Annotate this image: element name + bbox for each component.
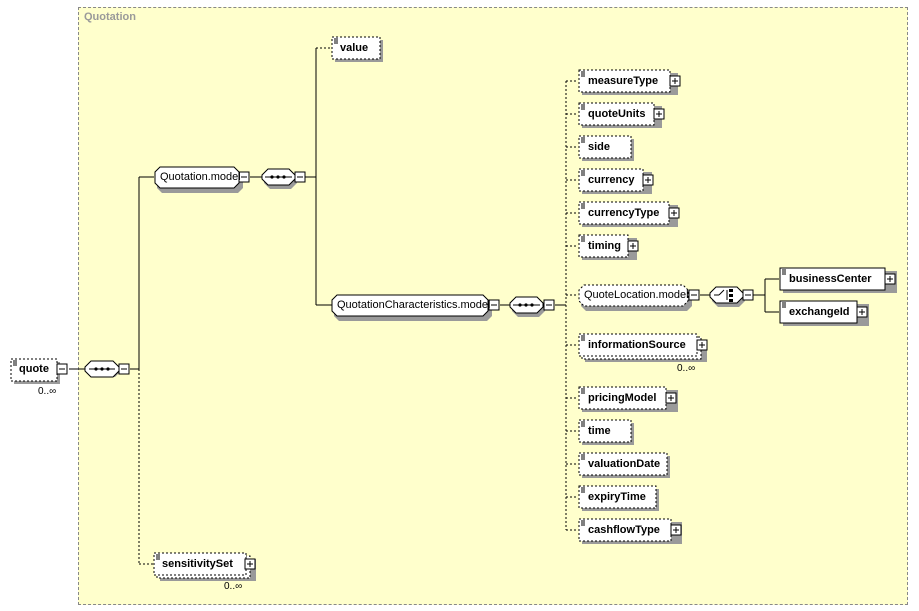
measure-type-element[interactable]	[578, 69, 681, 95]
quotation-model-group[interactable]	[154, 166, 250, 193]
measure-type-label: measureType	[588, 75, 659, 87]
quote-element[interactable]	[10, 358, 68, 384]
timing-label: timing	[588, 240, 621, 252]
quote-label: quote	[19, 363, 49, 375]
location-model-group[interactable]	[578, 284, 700, 311]
group-title: Quotation	[84, 11, 136, 23]
expiry-time-label: expiryTime	[588, 491, 646, 503]
quotation-sequence-compositor[interactable]	[261, 168, 306, 189]
quote-units-element[interactable]	[578, 102, 665, 128]
exchange-id-element[interactable]	[779, 300, 869, 326]
side-element[interactable]	[578, 135, 634, 161]
sensitivity-set-element[interactable]	[153, 552, 256, 581]
root-sequence-compositor[interactable]	[84, 360, 130, 378]
pricing-model-element[interactable]	[578, 386, 678, 412]
cashflow-type-label: cashflowType	[588, 524, 660, 536]
currency-element[interactable]	[578, 168, 654, 194]
cashflow-type-element[interactable]	[578, 518, 682, 544]
sensitivity-set-label: sensitivitySet	[162, 558, 233, 570]
quote-units-label: quoteUnits	[588, 108, 646, 120]
time-label: time	[588, 425, 611, 437]
business-center-label: businessCenter	[789, 273, 872, 285]
information-source-element[interactable]	[578, 333, 708, 362]
location-choice-compositor[interactable]	[709, 286, 754, 307]
location-model-label: QuoteLocation.model	[584, 289, 689, 301]
characteristics-model-group[interactable]	[331, 294, 500, 321]
characteristics-model-label: QuotationCharacteristics.model	[337, 299, 491, 311]
currency-type-element[interactable]	[578, 201, 680, 227]
currency-type-label: currencyType	[588, 207, 660, 219]
information-source-occurs: 0..∞	[677, 363, 696, 374]
exchange-id-label: exchangeId	[789, 306, 850, 318]
pricing-model-label: pricingModel	[588, 392, 657, 404]
value-label: value	[340, 42, 369, 54]
side-label: side	[588, 141, 611, 153]
currency-label: currency	[588, 174, 635, 186]
valuation-date-label: valuationDate	[588, 458, 661, 470]
time-element[interactable]	[578, 419, 634, 445]
valuation-date-element[interactable]	[578, 452, 670, 478]
information-source-label: informationSource	[588, 339, 686, 351]
timing-element[interactable]	[578, 234, 639, 260]
characteristics-sequence-compositor[interactable]	[509, 296, 555, 317]
sensitivity-set-occurs: 0..∞	[224, 581, 243, 592]
quote-occurs: 0..∞	[38, 386, 57, 397]
quotation-model-label: Quotation.model	[160, 171, 241, 183]
expiry-time-element[interactable]	[578, 485, 659, 511]
business-center-element[interactable]	[779, 267, 897, 293]
value-element[interactable]	[331, 36, 383, 62]
